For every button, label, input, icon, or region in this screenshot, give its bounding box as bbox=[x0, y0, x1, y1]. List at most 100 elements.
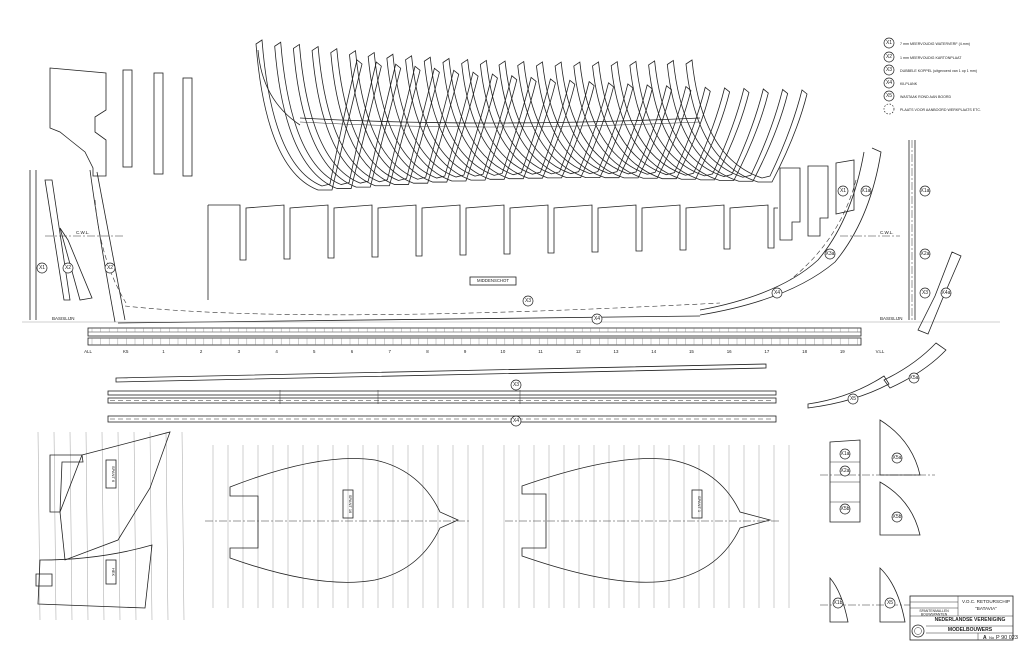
frame-template-spant-16: SPANT 16 bbox=[205, 445, 484, 608]
svg-text:BASISLIJN: BASISLIJN bbox=[52, 316, 75, 321]
marker: X5 bbox=[847, 393, 859, 405]
station-label: 8 bbox=[426, 349, 429, 354]
station-label: 18 bbox=[802, 349, 807, 354]
hull-frame-rib bbox=[629, 60, 750, 181]
svg-text:1 mm MEERVOUDIG KARTONPLAAT: 1 mm MEERVOUDIG KARTONPLAAT bbox=[900, 56, 962, 60]
marker: X2 bbox=[104, 262, 116, 274]
svg-text:X2a: X2a bbox=[921, 251, 930, 257]
hull-frame-rib bbox=[330, 47, 440, 185]
station-label: 11 bbox=[538, 349, 543, 354]
hull-frame-rib bbox=[442, 57, 556, 180]
svg-text:X5a: X5a bbox=[893, 455, 902, 461]
marker: X1 bbox=[36, 262, 48, 274]
svg-text:X4: X4 bbox=[886, 80, 892, 86]
marker: X1a bbox=[860, 185, 872, 197]
sheet-number: P 90 023 bbox=[996, 635, 1018, 641]
keel-strips: X3 X4 bbox=[107, 363, 777, 427]
marker: X3a bbox=[824, 248, 836, 260]
svg-text:X5: X5 bbox=[887, 600, 893, 606]
svg-text:SPANT 1: SPANT 1 bbox=[697, 496, 702, 513]
svg-text:X1: X1 bbox=[886, 40, 892, 46]
svg-text:SPANTENMALLEN: SPANTENMALLEN bbox=[919, 609, 949, 613]
hull-frame-rib bbox=[274, 41, 382, 189]
svg-text:PLAATS VOOR AANBOORD WERKPLAAT: PLAATS VOOR AANBOORD WERKPLAATS ETC. bbox=[900, 108, 981, 112]
knee-templates: X1a X2a X5b X5a X5b X1b X5 bbox=[820, 419, 935, 623]
svg-text:X5: X5 bbox=[850, 396, 856, 402]
svg-text:BOUWSPANTEN: BOUWSPANTEN bbox=[921, 613, 948, 617]
hull-frame-rib bbox=[666, 59, 789, 182]
hull-frame-rib bbox=[386, 53, 498, 182]
svg-text:X5b: X5b bbox=[841, 506, 850, 512]
marker: X1a bbox=[919, 185, 931, 197]
keel-pieces-right: X4a X5a X5 bbox=[807, 251, 962, 409]
station-label: 7 bbox=[388, 349, 391, 354]
bulkhead-slots bbox=[207, 204, 778, 300]
legend-item: X5 WASTAAK ROND AAN BOORD bbox=[883, 90, 952, 102]
svg-text:X2a: X2a bbox=[841, 468, 850, 474]
svg-text:X1a: X1a bbox=[841, 451, 850, 457]
station-label: 1 bbox=[162, 349, 165, 354]
svg-text:X5a: X5a bbox=[910, 375, 919, 381]
station-label: 17 bbox=[764, 349, 769, 354]
svg-text:X2: X2 bbox=[107, 265, 113, 271]
middle-bulkhead-profile: C.W.L. C.W.L. BASISLIJN BASISLIJN MIDDEN… bbox=[22, 67, 1000, 325]
legend-item: PLAATS VOOR AANBOORD WERKPLAATS ETC. bbox=[883, 103, 981, 115]
svg-text:X5b: X5b bbox=[893, 514, 902, 520]
hull-frame-rib bbox=[498, 60, 614, 179]
hull-frame-rib bbox=[255, 39, 363, 191]
hull-frame-rib bbox=[349, 49, 460, 184]
hull-frame-rib bbox=[610, 61, 731, 180]
svg-text:X1: X1 bbox=[840, 188, 846, 194]
marker: X3 bbox=[510, 379, 522, 391]
station-label: 5 bbox=[313, 349, 316, 354]
hull-frame-rib bbox=[311, 45, 421, 187]
station-label: 3 bbox=[238, 349, 241, 354]
legend-item: X2 1 mm MEERVOUDIG KARTONPLAAT bbox=[883, 51, 962, 63]
hull-frame-rib bbox=[367, 51, 479, 183]
station-ticks bbox=[91, 328, 858, 345]
frames-perspective-view bbox=[255, 39, 808, 191]
marker: X1 bbox=[837, 185, 849, 197]
marker: X4 bbox=[510, 415, 522, 427]
svg-text:X3: X3 bbox=[886, 67, 892, 73]
marker: X5a bbox=[891, 452, 903, 464]
marker: X1b bbox=[832, 597, 844, 609]
svg-text:X3: X3 bbox=[922, 290, 928, 296]
hull-frame-rib bbox=[292, 43, 402, 188]
svg-text:X4a: X4a bbox=[942, 290, 951, 296]
frame-template-hek: HEK bbox=[35, 544, 153, 609]
marker: X5b bbox=[891, 511, 903, 523]
marker: X4 bbox=[771, 287, 783, 299]
hull-frame-rib bbox=[554, 61, 673, 179]
svg-text:X1: X1 bbox=[39, 265, 45, 271]
svg-text:X4: X4 bbox=[774, 290, 780, 296]
marker: X1a bbox=[839, 448, 851, 460]
svg-text:WASTAAK ROND AAN BOORD: WASTAAK ROND AAN BOORD bbox=[900, 95, 952, 99]
title-block: V.O.C. RETOURSCHIP "BATAVIA" SPANTENMALL… bbox=[909, 595, 1018, 641]
station-label: V.LL bbox=[876, 349, 885, 354]
title-line-1: V.O.C. RETOURSCHIP bbox=[962, 599, 1010, 604]
svg-text:7 mm MEERVOUDIG WATERVERF (4.m: 7 mm MEERVOUDIG WATERVERF (4.mm) bbox=[900, 42, 970, 46]
marker: X4a bbox=[940, 287, 952, 299]
svg-text:KILPLANK: KILPLANK bbox=[900, 82, 918, 86]
svg-text:HEK: HEK bbox=[111, 568, 116, 577]
svg-text:X4: X4 bbox=[513, 418, 519, 424]
marker: X4 bbox=[591, 313, 603, 325]
hull-frame-rib bbox=[423, 56, 537, 180]
legend-item: X3 DUBBELE KOPPEL (uitgevoerd van 1 op 1… bbox=[883, 64, 977, 76]
svg-text:X1b: X1b bbox=[834, 600, 843, 606]
svg-text:No: No bbox=[989, 635, 995, 640]
frame-template-spant-6: SPANT 6 bbox=[37, 431, 185, 621]
svg-text:X1a: X1a bbox=[921, 188, 930, 194]
hull-frame-rib bbox=[685, 59, 808, 183]
marker: X5a bbox=[908, 372, 920, 384]
svg-text:X3: X3 bbox=[525, 298, 531, 304]
svg-text:BASISLIJN: BASISLIJN bbox=[880, 316, 903, 321]
station-label: 10 bbox=[500, 349, 505, 354]
title-line-2: "BATAVIA" bbox=[975, 606, 997, 611]
marker: X3 bbox=[919, 287, 931, 299]
hull-frame-rib bbox=[461, 58, 576, 179]
